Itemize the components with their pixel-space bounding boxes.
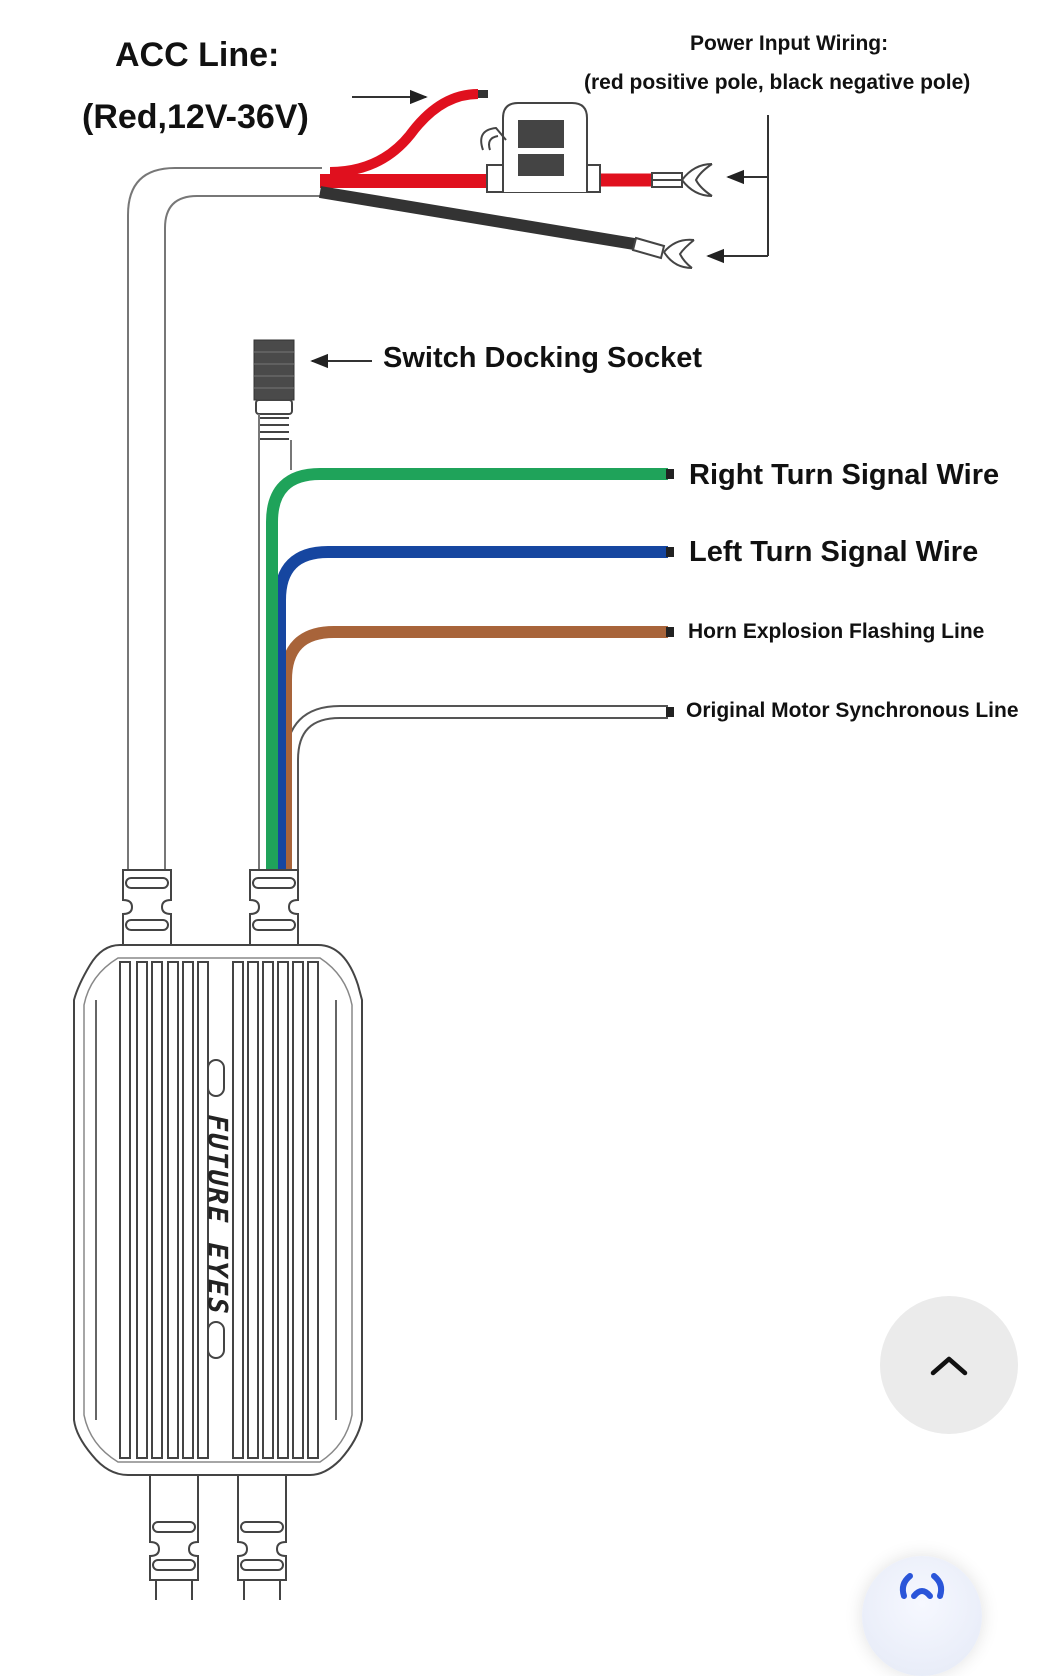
acc-red-lead [329,89,479,177]
wiring-diagram [73,89,769,1600]
module-fin [197,961,209,1459]
scroll-to-top-button[interactable] [880,1296,1018,1434]
module-fin [232,961,244,1459]
power-input-detail: (red positive pole, black negative pole) [584,71,971,94]
acc-main-cable [127,167,322,870]
module-brand-text: FUTURE EYES [201,1111,233,1319]
strain-relief-left-bottom [149,1474,199,1600]
module-fins [95,961,337,1459]
module-fin [151,961,163,1459]
fuse-holder [480,102,601,193]
module-fin [182,961,194,1459]
power-input-bracket [706,115,769,264]
module-fin [247,961,259,1459]
wire-label-motor-sync: Original Motor Synchronous Line [686,699,1019,722]
module-fin [292,961,304,1459]
strain-relief-right-bottom [237,1474,287,1600]
module-fin [136,961,148,1459]
acc-line-detail: (Red,12V-36V) [82,98,309,136]
switch-docking-socket [253,339,295,870]
negative-black-wire [319,186,641,251]
chevron-up-icon [930,1356,968,1376]
positive-terminal [651,163,713,197]
wire-label-horn: Horn Explosion Flashing Line [688,620,985,643]
module-fin [167,961,179,1459]
module-fin [119,961,131,1459]
module-center-slot-top [207,1059,225,1097]
power-input-title: Power Input Wiring: [690,32,889,55]
wire-label-right-turn: Right Turn Signal Wire [689,459,1000,491]
module-center-slot-bottom [207,1321,225,1359]
assistant-button[interactable] [862,1556,982,1676]
switch-socket-label: Switch Docking Socket [383,342,703,374]
wire-left-turn-signal [274,546,668,870]
module-fin [262,961,274,1459]
wire-end-caps [666,469,674,717]
module-fin [277,961,289,1459]
wire-original-motor-synchronous-fill [287,707,668,870]
strain-relief-left-top [122,869,172,946]
wire-label-left-turn: Left Turn Signal Wire [689,536,979,568]
negative-terminal [631,236,695,269]
wire-right-turn-signal [266,468,668,870]
module-brand: FUTURE EYES [197,1110,237,1320]
module-fin [307,961,319,1459]
wire-horn-explosion-flashing [280,626,668,870]
strain-relief-right-top [249,869,299,946]
wireless-signal-icon [899,1573,945,1599]
wire-original-motor-synchronous [285,705,668,870]
acc-line-title: ACC Line: [115,36,280,74]
